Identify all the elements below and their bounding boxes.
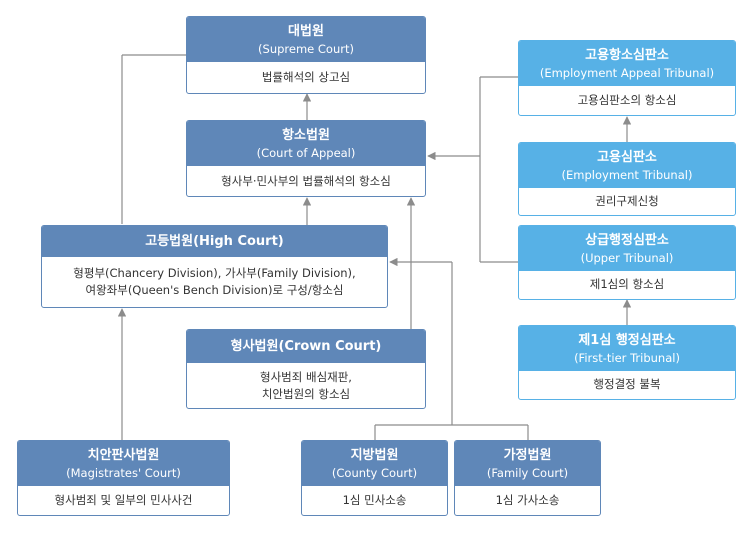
high-court-desc-line2: 여왕좌부(Queen's Bench Division)로 구성/항소심 xyxy=(85,283,344,297)
high-court-header: 고등법원(High Court) xyxy=(42,226,387,257)
crown-court-title: 형사법원(Crown Court) xyxy=(230,338,382,354)
family-court-subtitle: (Family Court) xyxy=(486,465,569,480)
upper-tribunal-subtitle: (Upper Tribunal) xyxy=(580,250,674,265)
county-court-box: 지방법원 (County Court) 1심 민사소송 xyxy=(301,440,448,516)
family-court-title: 가정법원 xyxy=(503,447,552,463)
first-tier-tribunal-title: 제1심 행정심판소 xyxy=(578,332,676,348)
crown-court-header: 형사법원(Crown Court) xyxy=(187,330,425,363)
employment-appeal-tribunal-desc: 고용심판소의 항소심 xyxy=(577,92,677,107)
upper-tribunal-title: 상급행정심판소 xyxy=(585,232,669,248)
supreme-court-title: 대법원 xyxy=(288,23,324,39)
family-court-header: 가정법원 (Family Court) xyxy=(455,441,600,486)
county-court-desc: 1심 민사소송 xyxy=(342,492,407,507)
magistrates-court-desc: 형사범죄 및 일부의 민사사건 xyxy=(54,492,193,507)
supreme-court-desc: 법률해석의 상고심 xyxy=(261,70,351,84)
crown-court-box: 형사법원(Crown Court) 형사범죄 배심재판, 치안법원의 항소심 xyxy=(186,329,426,409)
high-court-desc: 형평부(Chancery Division), 가사부(Family Divis… xyxy=(42,257,387,307)
employment-tribunal-subtitle: (Employment Tribunal) xyxy=(561,167,693,182)
court-of-appeal-title: 항소법원 xyxy=(282,127,330,143)
first-tier-tribunal-desc: 행정결정 불복 xyxy=(593,377,661,391)
supreme-court-box: 대법원 (Supreme Court) 법률해석의 상고심 xyxy=(186,16,426,94)
court-of-appeal-subtitle: (Court of Appeal) xyxy=(256,145,356,160)
upper-tribunal-header: 상급행정심판소 (Upper Tribunal) xyxy=(519,226,735,271)
high-court-box: 고등법원(High Court) 형평부(Chancery Division),… xyxy=(41,225,388,308)
crown-court-desc: 형사범죄 배심재판, 치안법원의 항소심 xyxy=(187,363,425,408)
first-tier-tribunal-subtitle: (First-tier Tribunal) xyxy=(574,350,680,365)
upper-tribunal-desc: 제1심의 항소심 xyxy=(589,277,665,291)
crown-court-desc-line1: 형사범죄 배심재판, xyxy=(260,369,352,384)
employment-appeal-tribunal-header: 고용항소심판소 (Employment Appeal Tribunal) xyxy=(519,41,735,86)
county-court-header: 지방법원 (County Court) xyxy=(302,441,447,486)
crown-court-desc-line2: 치안법원의 항소심 xyxy=(261,386,351,401)
county-court-title: 지방법원 xyxy=(350,447,399,463)
employment-appeal-tribunal-title: 고용항소심판소 xyxy=(585,47,669,63)
magistrates-court-title: 치안판사법원 xyxy=(87,447,160,463)
high-court-title: 고등법원(High Court) xyxy=(145,233,284,249)
first-tier-tribunal-box: 제1심 행정심판소 (First-tier Tribunal) 행정결정 불복 xyxy=(518,325,736,400)
employment-tribunal-header: 고용심판소 (Employment Tribunal) xyxy=(519,143,735,188)
magistrates-court-box: 치안판사법원 (Magistrates' Court) 형사범죄 및 일부의 민… xyxy=(17,440,230,516)
supreme-court-subtitle: (Supreme Court) xyxy=(258,41,354,56)
employment-tribunal-title: 고용심판소 xyxy=(597,149,657,165)
court-of-appeal-desc: 형사부·민사부의 법률해석의 항소심 xyxy=(221,173,391,188)
employment-tribunal-box: 고용심판소 (Employment Tribunal) 권리구제신청 xyxy=(518,142,736,216)
upper-tribunal-box: 상급행정심판소 (Upper Tribunal) 제1심의 항소심 xyxy=(518,225,736,300)
employment-appeal-tribunal-subtitle: (Employment Appeal Tribunal) xyxy=(539,65,715,80)
supreme-court-header: 대법원 (Supreme Court) xyxy=(187,17,425,62)
employment-appeal-tribunal-box: 고용항소심판소 (Employment Appeal Tribunal) 고용심… xyxy=(518,40,736,116)
court-of-appeal-header: 항소법원 (Court of Appeal) xyxy=(187,121,425,166)
family-court-desc: 1심 가사소송 xyxy=(495,492,560,507)
magistrates-court-subtitle: (Magistrates' Court) xyxy=(66,465,181,480)
high-court-desc-line1: 형평부(Chancery Division), 가사부(Family Divis… xyxy=(73,266,356,280)
family-court-box: 가정법원 (Family Court) 1심 가사소송 xyxy=(454,440,601,516)
first-tier-tribunal-header: 제1심 행정심판소 (First-tier Tribunal) xyxy=(519,326,735,371)
employment-tribunal-desc: 권리구제신청 xyxy=(595,193,659,208)
county-court-subtitle: (County Court) xyxy=(331,465,418,480)
court-of-appeal-box: 항소법원 (Court of Appeal) 형사부·민사부의 법률해석의 항소… xyxy=(186,120,426,197)
magistrates-court-header: 치안판사법원 (Magistrates' Court) xyxy=(18,441,229,486)
